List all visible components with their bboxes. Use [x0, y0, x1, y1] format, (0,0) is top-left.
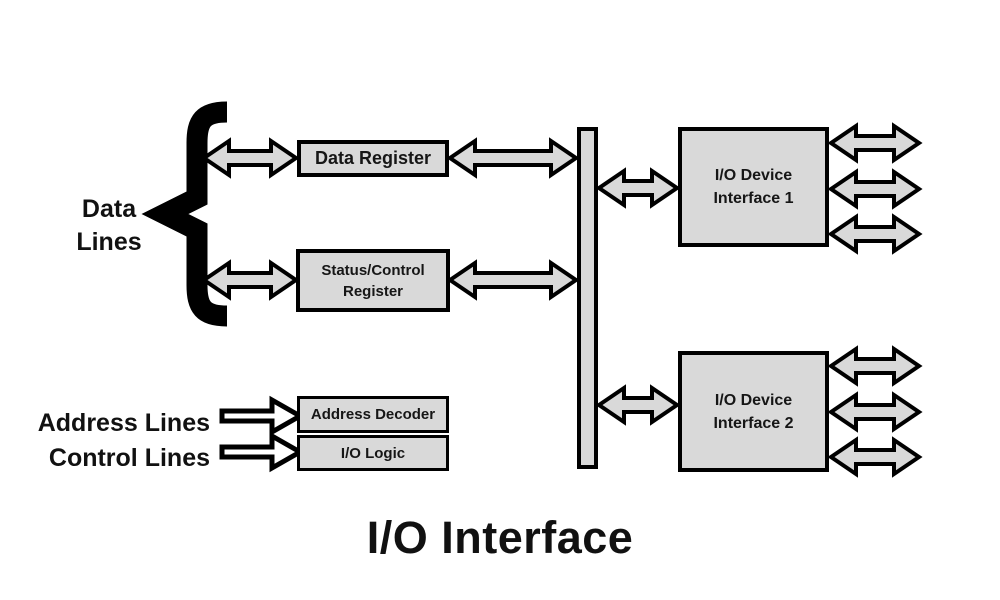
box-io-device-interface-1: I/O Device Interface 1 [678, 127, 829, 247]
box-io-device-interface-2-line1: I/O Device [714, 391, 793, 409]
arrow-control-lines [219, 431, 306, 473]
arrow-address-lines [219, 395, 306, 437]
arrow-interface-2-external-3 [827, 436, 923, 478]
box-address-decoder-label: Address Decoder [310, 406, 436, 423]
box-io-device-interface-1-line1: I/O Device [714, 167, 793, 184]
arrow-interface-2-external-1 [827, 345, 923, 387]
arrow-brace-to-data-register [200, 137, 300, 179]
arrow-data-register-to-bus [446, 137, 580, 179]
box-io-logic-label: I/O Logic [340, 444, 406, 462]
box-status-control-label-line1: Status/Control [321, 261, 425, 279]
data-lines-label-line1: Data [81, 195, 137, 223]
box-io-device-interface-2-line2: Interface 2 [713, 414, 794, 432]
box-status-control-register: Status/Control Register [296, 249, 450, 312]
control-lines-label: Control Lines [48, 444, 210, 472]
data-lines-label: Data Lines [53, 193, 165, 259]
box-data-register-label: Data Register [314, 148, 432, 168]
arrow-brace-to-status-register [200, 259, 300, 301]
arrow-interface-2-external-2 [827, 391, 923, 433]
address-lines-label: Address Lines [37, 409, 210, 437]
box-io-device-interface-2: I/O Device Interface 2 [678, 351, 829, 472]
box-data-register: Data Register [297, 140, 449, 177]
arrow-bus-to-interface-2 [595, 384, 681, 426]
box-io-logic: I/O Logic [297, 435, 449, 471]
data-lines-brace [141, 101, 228, 327]
data-lines-label-line2: Lines [76, 228, 142, 256]
arrow-bus-to-interface-1 [595, 167, 681, 209]
arrow-interface-1-external-3 [827, 213, 923, 255]
bus-bar [577, 127, 598, 469]
box-status-control-label-line2: Register [342, 282, 404, 300]
arrow-interface-1-external-1 [827, 122, 923, 164]
arrow-interface-1-external-2 [827, 168, 923, 210]
arrow-status-register-to-bus [446, 259, 580, 301]
page-title: I/O Interface [366, 512, 634, 563]
box-address-decoder: Address Decoder [297, 396, 449, 433]
box-io-device-interface-1-line2: Interface 1 [713, 190, 794, 207]
